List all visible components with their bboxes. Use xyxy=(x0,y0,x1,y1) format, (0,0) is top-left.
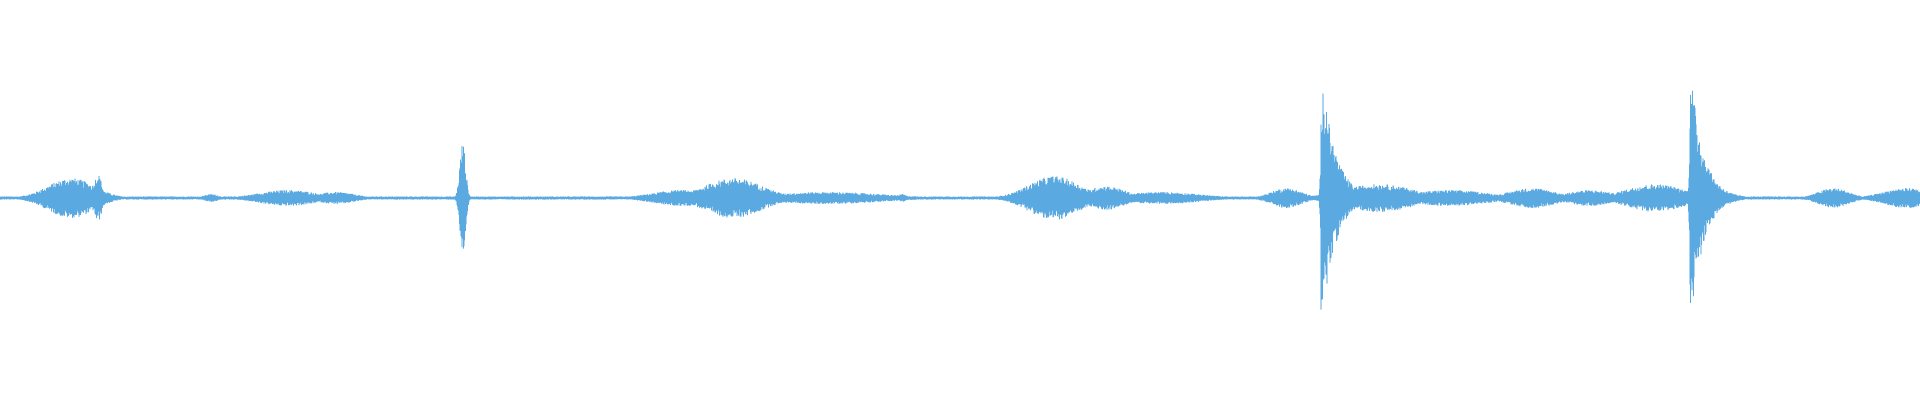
waveform-path xyxy=(0,90,1920,310)
